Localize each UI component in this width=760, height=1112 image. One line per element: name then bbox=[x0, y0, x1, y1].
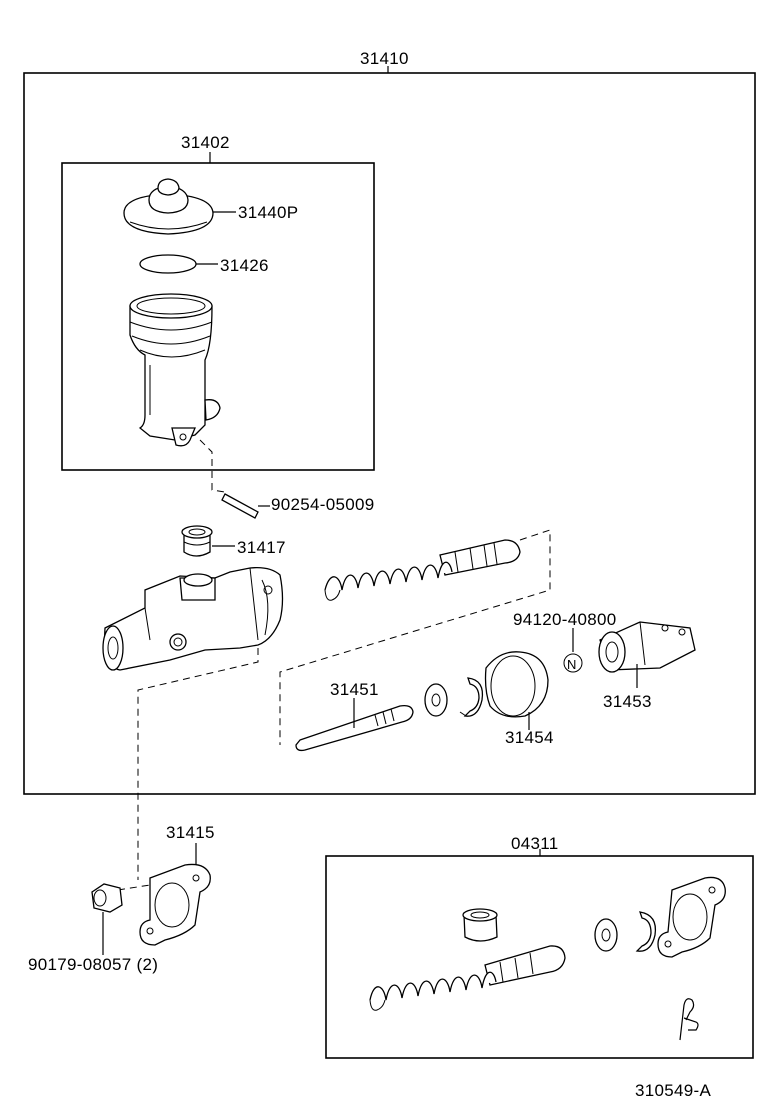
reservoir-cap-part bbox=[123, 178, 214, 235]
label-cap: 31440P bbox=[238, 203, 298, 222]
clevis-part bbox=[598, 621, 696, 673]
master-cylinder-body-part bbox=[102, 567, 284, 671]
label-assembly: 31410 bbox=[360, 49, 409, 68]
label-boot: 31454 bbox=[505, 728, 554, 747]
assembly-box bbox=[23, 72, 756, 795]
label-nut: 94120-40800 bbox=[513, 610, 617, 629]
label-push-rod: 31451 bbox=[330, 680, 379, 699]
reservoir-body-part bbox=[129, 293, 221, 447]
label-clevis: 31453 bbox=[603, 692, 652, 711]
reservoir-box bbox=[61, 162, 375, 471]
cylinder-gasket-part bbox=[139, 863, 211, 946]
label-repair-kit: 04311 bbox=[511, 834, 559, 853]
label-cylinder-gasket: 31415 bbox=[166, 823, 215, 842]
mount-nut-part bbox=[91, 883, 123, 913]
kit-spring-piston-part bbox=[369, 945, 566, 1011]
washer-part bbox=[424, 683, 448, 717]
pin-part bbox=[221, 493, 259, 519]
kit-clip-part bbox=[679, 998, 699, 1041]
label-grommet: 31417 bbox=[237, 538, 286, 557]
label-mount-nut: 90179-08057 (2) bbox=[28, 955, 158, 974]
gasket-ring-part bbox=[139, 254, 197, 274]
kit-snap-ring-part bbox=[635, 911, 657, 952]
nut-marker-circle bbox=[563, 653, 583, 673]
label-pin: 90254-05009 bbox=[271, 495, 375, 514]
boot-part bbox=[484, 651, 549, 718]
label-gasket-ring: 31426 bbox=[220, 256, 269, 275]
push-rod-part bbox=[295, 704, 414, 752]
grommet-part bbox=[181, 525, 213, 557]
kit-grommet-part bbox=[462, 908, 498, 942]
label-nut-marker: N bbox=[567, 657, 577, 672]
label-reservoir-group: 31402 bbox=[181, 133, 230, 152]
kit-washer-part bbox=[594, 918, 618, 952]
snap-ring-part bbox=[459, 677, 484, 717]
label-figure-id: 310549-A bbox=[635, 1081, 711, 1100]
kit-gasket-part bbox=[657, 876, 726, 958]
spring-piston-part bbox=[324, 539, 521, 601]
